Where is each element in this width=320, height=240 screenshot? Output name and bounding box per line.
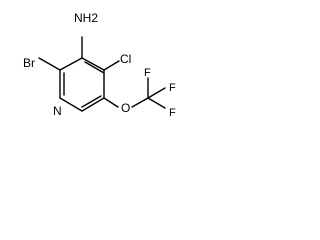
bond-o-cf3 <box>131 97 149 108</box>
bond-c6-n1 <box>59 97 83 112</box>
fluorine-right-label: F <box>169 82 176 94</box>
bond-c2-c3 <box>59 57 83 71</box>
ring-nitrogen-label: N <box>53 104 62 118</box>
bond-c5-c6 <box>81 97 105 112</box>
fluorine-bottom-label: F <box>169 107 176 119</box>
ether-oxygen-label: O <box>121 101 130 115</box>
chemical-structure: NH2 Br Cl N O F F F <box>23 11 176 119</box>
bond-c5-c6-double <box>81 95 102 108</box>
bromine-label: Br <box>23 56 35 70</box>
bond-c5-o <box>103 97 119 108</box>
bond-c3-c4 <box>81 57 105 71</box>
bond-cf3-f-bottom <box>147 97 166 109</box>
structure-canvas: NH2 Br Cl N O F F F <box>0 0 230 138</box>
bond-cf3-f-right <box>147 87 166 99</box>
bond-c3-c4-double <box>84 61 105 74</box>
bond-c4-cl <box>103 60 120 71</box>
bond-c2-br <box>38 57 61 71</box>
chlorine-label: Cl <box>120 52 131 66</box>
amine-label: NH2 <box>74 11 98 25</box>
fluorine-top-label: F <box>144 67 151 79</box>
